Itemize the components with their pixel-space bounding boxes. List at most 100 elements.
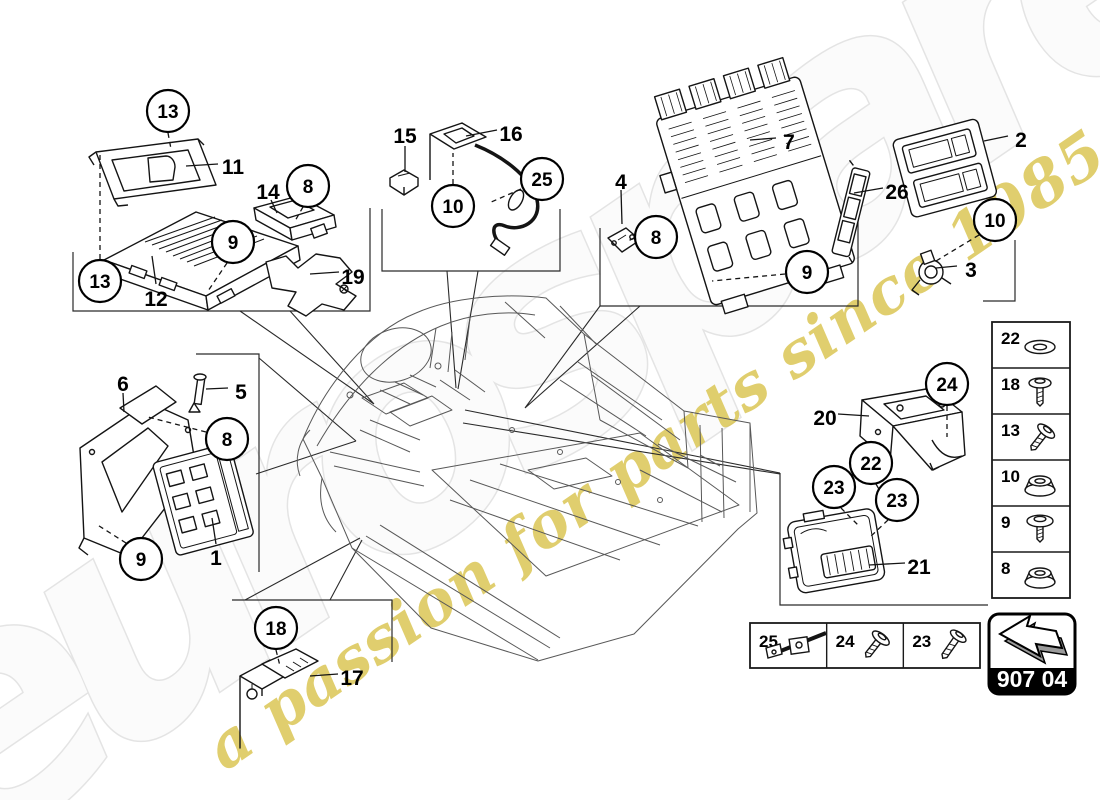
part-16-antenna-with-cable [429, 122, 540, 256]
part-5-clip [188, 373, 207, 413]
callout-number: 9 [802, 263, 813, 284]
part-15-sensor [389, 169, 419, 196]
fastener-row-22: 22 [1001, 329, 1056, 355]
callout-circle-24: 24 [924, 361, 970, 437]
part-number: 11 [222, 156, 245, 179]
part-number: 6 [117, 373, 129, 396]
box-group-6-1 [196, 353, 260, 572]
fastener-row-10: 10 [992, 459, 1070, 497]
screw-tilted-icon [1030, 423, 1056, 451]
part-3-sensor [911, 249, 952, 296]
callout-circle-8: 8 [627, 214, 679, 260]
callout-circle-9: 9 [207, 219, 256, 292]
fastener-table: 22 18 13 10 9 8 [991, 321, 1071, 599]
callout-number: 24 [936, 375, 958, 396]
part-7-fuse-carrier [653, 56, 855, 315]
callout-number: 10 [442, 197, 463, 218]
part-2-control-unit [892, 118, 998, 218]
part-11-cover [88, 138, 217, 207]
part-26-strip [831, 159, 871, 264]
callout-number: 23 [823, 478, 844, 499]
callout-circle-10: 10 [430, 153, 476, 229]
part-code-badge: 907 04 [987, 612, 1077, 696]
callout-number: 8 [651, 228, 662, 249]
arrow-icon [997, 613, 1069, 665]
callout-number: 9 [136, 550, 147, 571]
part-label-21: 21 [868, 556, 931, 579]
part-code: 907 04 [997, 666, 1068, 692]
callout-circle-9: 9 [711, 249, 830, 295]
fastener-number: 22 [1001, 329, 1020, 348]
callout-number: 13 [157, 102, 178, 123]
part-number: 14 [256, 181, 280, 204]
callout-circle-13: 13 [145, 88, 191, 150]
box-group-11-12 [72, 208, 371, 312]
part-number: 26 [885, 181, 908, 204]
callout-circle-22: 22 [848, 440, 894, 508]
screw-tilted-icon [864, 630, 890, 658]
part-1-relay-carrier [152, 443, 254, 556]
part-number: 21 [907, 556, 931, 579]
part-label-12: 12 [144, 255, 168, 311]
fastener-number: 18 [1001, 375, 1020, 394]
legend-cell-24: 24 [825, 623, 890, 668]
callout-circle-18: 18 [253, 605, 299, 667]
callout-number: 8 [303, 177, 314, 198]
part-label-5: 5 [205, 381, 247, 404]
fastener-number: 9 [1001, 513, 1010, 532]
callout-circle-13: 13 [77, 152, 123, 304]
callout-circle-8: 8 [285, 163, 331, 222]
part-number: 2 [1015, 129, 1027, 152]
fastener-row-13: 13 [992, 413, 1070, 451]
part-label-6: 6 [117, 373, 129, 413]
part-label-2: 2 [983, 129, 1027, 152]
box-group-2-3 [983, 240, 1016, 302]
part-17-module [239, 648, 319, 749]
legend-number: 24 [836, 632, 855, 651]
callout-circle-23: 23 [868, 477, 920, 539]
part-label-11: 11 [185, 156, 245, 179]
part-number: 19 [341, 266, 364, 289]
part-number: 20 [813, 407, 836, 430]
part-label-1: 1 [210, 517, 222, 570]
fastener-row-9: 9 [992, 505, 1070, 543]
part-label-14: 14 [256, 181, 280, 214]
washer-icon [1024, 339, 1056, 355]
flange-nut-icon [1024, 475, 1056, 497]
legend-cell-23: 23 [902, 623, 967, 668]
part-label-20: 20 [813, 407, 870, 430]
part-number: 17 [340, 667, 363, 690]
fastener-number: 13 [1001, 421, 1020, 440]
part-number: 3 [965, 259, 977, 282]
part-number: 1 [210, 547, 222, 570]
part-label-19: 19 [309, 266, 365, 289]
part-6-frame [78, 385, 197, 557]
part-illustrations [78, 56, 998, 749]
callout-number: 9 [228, 233, 239, 254]
part-21-control-unit [782, 508, 886, 594]
callout-number: 10 [984, 211, 1005, 232]
callout-number: 22 [860, 454, 881, 475]
part-number: 16 [499, 123, 522, 146]
box-group-20-21 [779, 473, 988, 606]
part-label-26: 26 [853, 181, 909, 204]
callout-boxes [72, 208, 1016, 662]
callout-number: 23 [886, 491, 907, 512]
part-label-7: 7 [749, 131, 795, 154]
part-14-module [253, 195, 337, 241]
fastener-number: 8 [1001, 559, 1010, 578]
fastener-row-8: 8 [992, 551, 1070, 589]
fastener-row-18: 18 [992, 367, 1070, 407]
part-label-4: 4 [615, 171, 627, 225]
part-number: 5 [235, 381, 247, 404]
part-number: 15 [393, 125, 417, 148]
callout-number: 25 [531, 170, 553, 191]
flange-nut-icon [1024, 567, 1056, 589]
legend-cell-25: 25 [759, 631, 827, 659]
screw-big-icon [1026, 514, 1054, 543]
callout-circle-9: 9 [95, 523, 164, 582]
legend-table: 25 24 23 [749, 622, 981, 669]
